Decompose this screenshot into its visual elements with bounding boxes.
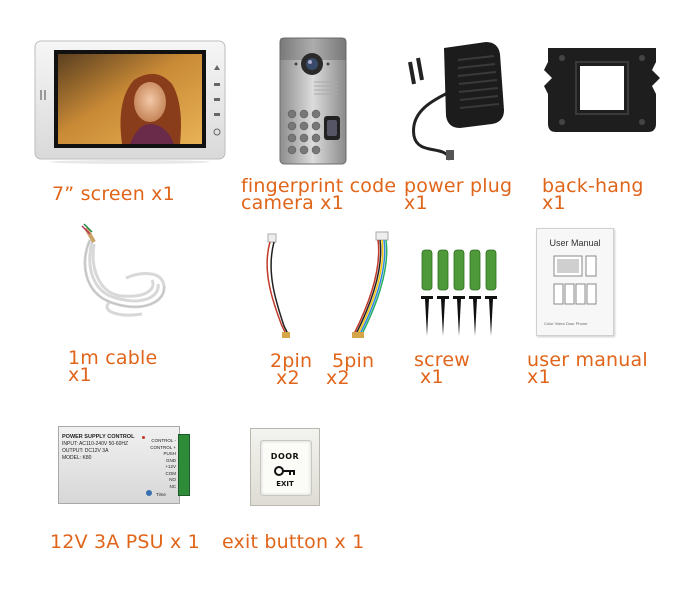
label-5pin: 5pin x2 [326,350,375,389]
label-line: x1 [420,366,444,388]
psu-terminal: GND [166,457,176,463]
label-psu: 12V 3A PSU x 1 [50,531,200,553]
camera-photo [278,36,348,166]
psu-output: OUTPUT: DC12V 3A [62,448,109,454]
label-line: 7” screen x1 [52,183,175,205]
label-line: 12V 3A PSU x 1 [50,531,200,553]
label-line: x1 [404,192,428,214]
label-line: 5pin [332,350,375,372]
label-manual: user manual x1 [527,349,648,388]
manual-title: User Manual [549,238,601,248]
label-line: 1m cable [68,347,158,369]
psu-title: POWER SUPPLY CONTROL [62,434,135,440]
label-line: x2 [276,367,300,389]
psu-time: Time [156,492,166,497]
psu-terminal: +12V [165,464,176,469]
label-line: user manual [527,349,648,371]
power-plug-photo [402,40,506,164]
label-line: screw [414,349,470,371]
manual-photo: User Manual Color Video Door Phone [536,228,614,336]
label-line: x1 [527,366,551,388]
label-screen: 7” screen x1 [52,183,175,205]
psu-terminal: NO [169,477,176,482]
label-line: power plug [404,175,513,197]
exit-door-text: DOOR [270,452,300,461]
psu-model: MODEL: K80 [62,455,92,461]
psu-terminal: PUSH [163,451,176,456]
label-line: back-hang [542,175,644,197]
exit-button-photo: DOOR EXIT [250,428,320,506]
label-line: x1 [542,192,566,214]
key-icon [274,466,295,476]
screws-photo [416,244,502,340]
label-line: x1 [68,364,92,386]
label-2pin: 2pin x2 [270,350,313,389]
psu-terminal: COM [165,470,177,476]
monitor-photo [34,40,226,164]
label-line: exit button x 1 [222,531,365,553]
label-screw: screw x1 [414,349,470,388]
label-line: x2 [326,367,350,389]
label-exit: exit button x 1 [222,531,365,553]
label-line: camera x1 [241,192,344,214]
label-line: fingerprint code [241,175,397,197]
label-back-hang: back-hang x1 [542,175,644,214]
label-power-plug: power plug x1 [404,175,513,214]
label-camera: fingerprint code camera x1 [241,175,397,214]
cable-photo [70,222,176,322]
psu-terminal: CONTROL - [151,438,176,443]
psu-indicator [142,436,145,439]
psu-terminal: CONTROL + [150,444,176,450]
psu-terminal: NC [169,483,177,489]
label-line: 2pin [270,350,313,372]
psu-photo: POWER SUPPLY CONTROL INPUT: AC110-240V 5… [58,426,190,504]
exit-exit-text: EXIT [276,480,294,488]
manual-footer: Color Video Door Phone [544,321,588,326]
back-hang-photo [540,44,664,136]
psu-knob [146,490,152,496]
wires-photo [258,230,398,348]
psu-input: INPUT: AC110-240V 50-60HZ [62,441,129,447]
label-cable: 1m cable x1 [68,347,158,386]
